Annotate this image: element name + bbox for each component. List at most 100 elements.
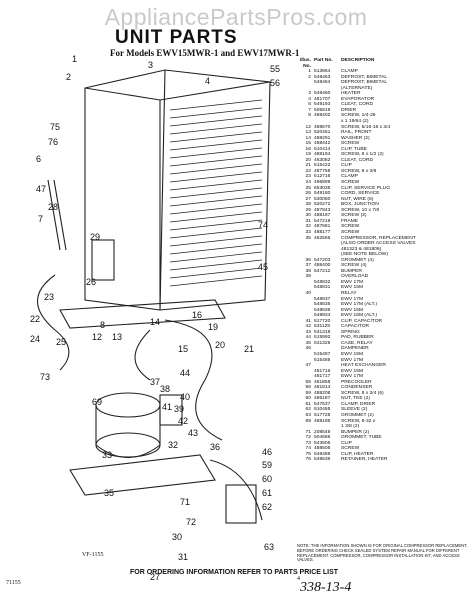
part-description: SPRING [341,329,360,335]
part-description: FRAME [341,218,359,224]
part-description: CAPACITOR [341,324,370,330]
part-no: 487581 [314,224,331,230]
part-description: WASHER (2) [341,135,370,141]
illus-no: 71 [305,429,311,435]
part-description: (ALTERNATE) [341,85,373,91]
illus-no: 28 [305,202,311,208]
callout-label: 13 [112,332,122,342]
callout-label: 60 [262,474,272,484]
callout-label: 63 [264,542,274,552]
callout-label: 23 [44,292,54,302]
part-no: 463082 [314,157,331,163]
part-description: PAD, RUBBER [341,335,374,341]
part-description: SLEEVE (2) [341,407,368,413]
part-no: 515422 [314,163,331,169]
callout-label: 35 [104,488,114,498]
part-no: 488505 [314,446,331,452]
part-no: 513864 [314,69,331,75]
callout-label: 1 [72,54,77,64]
part-description: 1 3/8 (2) [341,424,360,430]
part-description: GROMMET, TUBE [341,435,382,441]
part-description: SCREW [341,229,360,235]
illus-no: 61 [305,401,311,407]
illus-no: 43 [305,329,311,335]
callout-label: 38 [160,384,170,394]
part-description: SCREW, 5/16-18 x 3/4 [341,124,391,130]
part-description: CLIP, TUBE [341,146,367,152]
part-description: EWV 15M [341,285,364,291]
part-no: 548463 [314,74,331,80]
part-no: 208549 [314,429,331,435]
part-no: 488402 [314,113,331,119]
part-no: 481707 [314,96,331,102]
callout-label: 40 [180,392,190,402]
part-no: 549180 [314,191,331,197]
illus-no: 42 [305,324,311,330]
illus-no: 8 [308,113,311,119]
part-description: CLAMP [341,69,358,75]
part-no: 462566 [314,235,331,241]
header-part: Part No. [314,58,333,63]
callout-label: 31 [178,552,188,562]
callout-label: 28 [48,202,58,212]
part-no: 548831 [314,285,331,291]
illus-no: 69 [305,418,311,424]
part-description: (ALSO ORDER ACCESS VALVES [341,241,416,247]
part-no: 548836 [314,307,331,313]
part-description: CLEAT, CORD [341,157,373,163]
header-no: No. [303,63,311,69]
page-number: 4 [297,576,300,582]
illus-no: 32 [305,224,311,230]
part-no: 488177 [314,229,331,235]
part-description: SCREW [341,141,360,147]
illus-no: 24 [305,180,311,186]
illus-no: 38 [305,268,311,274]
callout-label: 37 [150,377,160,387]
part-no: 547203 [314,257,331,263]
part-description: 481323 & 481806) [341,246,382,252]
parts-row: (ALSO ORDER ACCESS VALVES [297,241,469,247]
callout-label: 8 [100,320,105,330]
part-no: 512716 [314,174,331,180]
part-description: DEFROST, BIMETAL [341,80,388,86]
illus-no: 72 [305,435,311,441]
part-description: EWV 15M (ALT.) [341,313,378,319]
part-description: SCREW, 10 x 7/8 [341,207,380,213]
part-no: 481814 [314,385,331,391]
illus-no: 56 [305,385,311,391]
callout-label: 32 [168,440,178,450]
part-description: CLAMP [341,174,358,180]
illus-no: 12 [305,124,311,130]
part-no: 510414 [314,146,331,152]
part-description: EWV 17M [341,296,364,302]
illus-no: 7 [308,107,311,113]
part-description: CASE, RELAY [341,340,373,346]
illus-no: 73 [305,440,311,446]
part-no: 488291 [314,135,331,141]
callout-label: 14 [150,317,160,327]
callout-label: 61 [262,488,272,498]
callout-label: 72 [186,517,196,527]
